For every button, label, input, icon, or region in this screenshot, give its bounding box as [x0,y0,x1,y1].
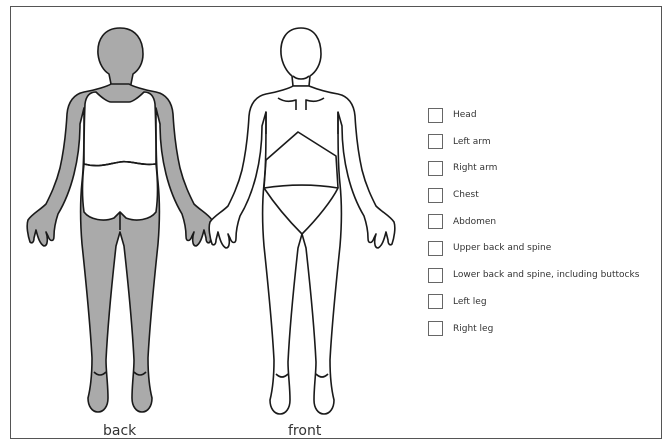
checkbox-row-abdomen[interactable]: Abdomen [428,213,639,231]
checkbox-label: Left leg [453,297,487,307]
checkbox-row-left-leg[interactable]: Left leg [428,293,639,311]
upper-back-checkbox[interactable] [428,241,443,256]
back-caption: back [103,423,136,439]
checkbox-label: Lower back and spine, including buttocks [453,270,639,280]
front-figure [209,28,395,414]
checkbox-row-right-arm[interactable]: Right arm [428,159,639,177]
checkbox-label: Head [453,110,477,120]
checkbox-label: Left arm [453,137,491,147]
back-upper-back[interactable] [84,92,156,166]
checkbox-row-head[interactable]: Head [428,106,639,124]
chest-checkbox[interactable] [428,188,443,203]
checkbox-label: Upper back and spine [453,243,551,253]
checkbox-label: Chest [453,190,479,200]
checkbox-label: Right arm [453,163,497,173]
front-head[interactable] [281,28,321,86]
checkbox-row-left-arm[interactable]: Left arm [428,133,639,151]
right-arm-checkbox[interactable] [428,161,443,176]
checkbox-row-right-leg[interactable]: Right leg [428,320,639,338]
checkbox-label: Right leg [453,324,493,334]
abdomen-checkbox[interactable] [428,214,443,229]
checkbox-row-upper-back[interactable]: Upper back and spine [428,239,639,257]
checkbox-row-lower-back[interactable]: Lower back and spine, including buttocks [428,266,639,284]
back-figure [27,28,213,412]
head-checkbox[interactable] [428,108,443,123]
back-lower-back[interactable] [83,162,158,220]
front-caption: front [288,423,321,439]
checkbox-row-chest[interactable]: Chest [428,186,639,204]
back-head[interactable] [98,28,143,91]
left-leg-checkbox[interactable] [428,294,443,309]
body-part-checklist: Head Left arm Right arm Chest Abdomen Up… [428,106,639,346]
checkbox-label: Abdomen [453,217,496,227]
right-leg-checkbox[interactable] [428,321,443,336]
left-arm-checkbox[interactable] [428,134,443,149]
lower-back-checkbox[interactable] [428,268,443,283]
